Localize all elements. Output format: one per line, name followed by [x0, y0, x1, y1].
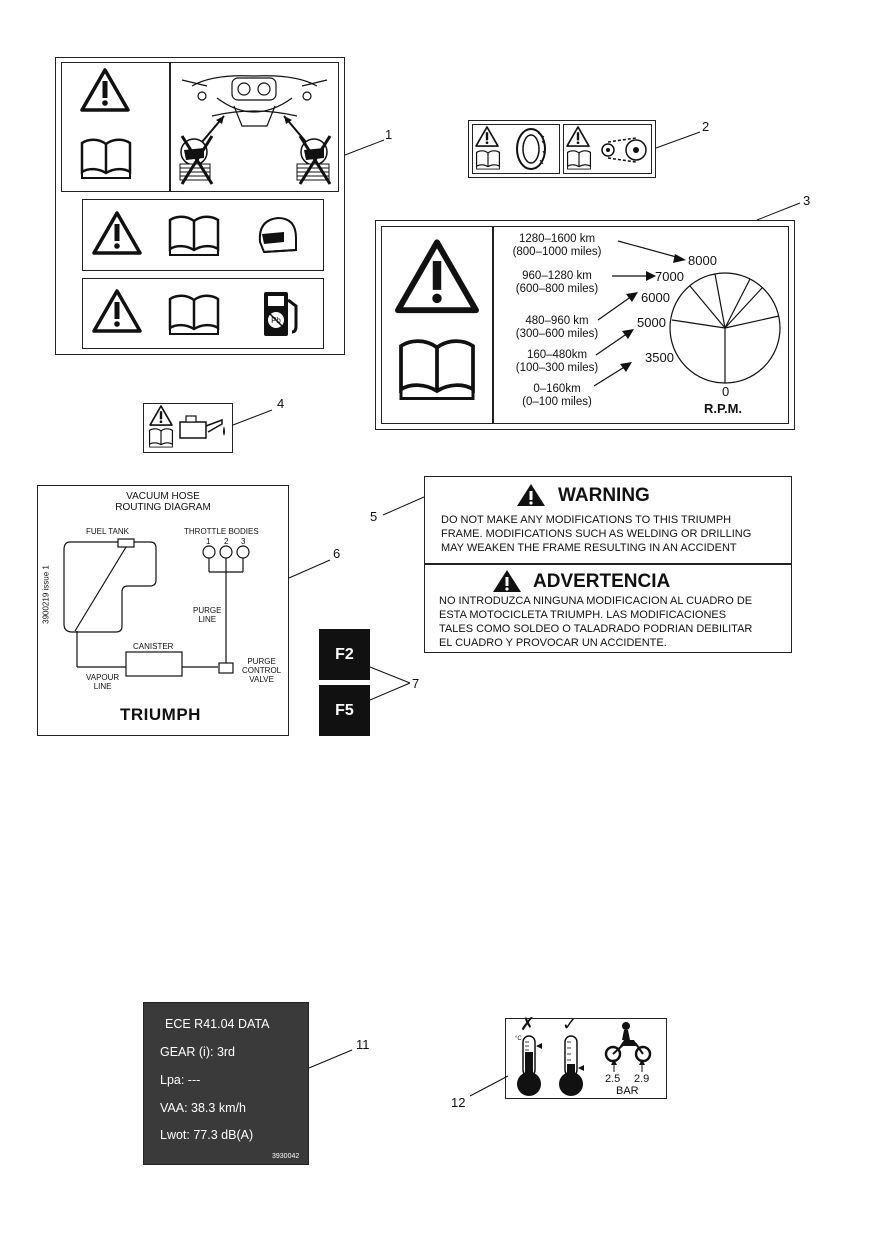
thermometer-warm-icon [559, 1035, 584, 1096]
throttle-bodies-label: THROTTLE BODIES [184, 527, 259, 536]
ece-title: ECE R41.04 DATA [165, 1017, 270, 1031]
label-1-divider [169, 62, 171, 192]
rpm-3500: 3500 [645, 350, 674, 365]
fuse-f2-label: F2 [319, 629, 370, 680]
callout-6: 6 [333, 546, 341, 561]
advertencia-body: NO INTRODUZCA NINGUNA MODIFICACION AL CU… [439, 595, 753, 649]
chain-sprocket-icon [601, 137, 647, 163]
tb-2: 2 [224, 537, 229, 546]
range-1280-1600: 1280–1600 km(800–1000 miles) [512, 233, 602, 258]
fuel-tank-label: FUEL TANK [86, 527, 129, 536]
ece-vaa: VAA: 38.3 km/h [160, 1101, 246, 1115]
range-960-1280: 960–1280 km(600–800 miles) [515, 270, 599, 295]
tb-3: 3 [241, 537, 246, 546]
callout-11: 11 [356, 1037, 370, 1052]
callout-7: 7 [412, 676, 420, 691]
pressure-unit: BAR [616, 1085, 639, 1097]
tyre-icon [516, 128, 546, 170]
rpm-7000: 7000 [655, 269, 684, 284]
ece-part-number: 3930042 [272, 1153, 300, 1160]
rpm-title: R.P.M. [704, 401, 743, 416]
label-3-divider [492, 226, 494, 424]
thermometer-cold-icon [517, 1035, 542, 1096]
triumph-logo: TRIUMPH [120, 705, 201, 724]
label-5 [424, 476, 792, 653]
range-0-160: 0–160km(0–100 miles) [522, 383, 592, 408]
ece-lwot: Lwot: 77.3 dB(A) [160, 1128, 254, 1142]
pressure-rear: 2.9 [634, 1073, 650, 1085]
warning-triangle-icon [517, 484, 545, 506]
range-480-960: 480–960 km(300–600 miles) [515, 315, 599, 340]
advertencia-title: ADVERTENCIA [533, 571, 671, 592]
rpm-8000: 8000 [688, 253, 717, 268]
celsius-mark: °C [515, 1036, 522, 1042]
canister-label: CANISTER [133, 642, 174, 651]
ece-lpa: Lpa: --- [160, 1073, 201, 1087]
callout-2: 2 [702, 119, 710, 134]
pressure-front: 2.5 [605, 1073, 621, 1085]
range-160-480: 160–480km(100–300 miles) [515, 349, 599, 374]
ece-gear: GEAR (i): 3rd [160, 1045, 236, 1059]
check-mark-icon: ✓ [562, 1014, 578, 1034]
cross-mark-icon: ✗ [520, 1014, 536, 1034]
callout-12: 12 [451, 1095, 466, 1110]
label-5-divider [424, 563, 792, 565]
fuel-pump-unleaded-icon: Pb [264, 292, 298, 336]
rpm-5000: 5000 [637, 315, 666, 330]
label-6 [37, 485, 289, 736]
oil-can-icon [179, 415, 225, 439]
motorcycle-rider-icon [604, 1022, 652, 1063]
rpm-6000: 6000 [641, 290, 670, 305]
callout-3: 3 [803, 193, 811, 208]
fuse-f5-label: F5 [319, 685, 370, 736]
callout-1: 1 [385, 127, 393, 142]
helmet-icon [258, 216, 297, 254]
rpm-0: 0 [722, 384, 730, 399]
callout-5: 5 [370, 509, 378, 524]
motorcycle-cockpit-icon [179, 75, 332, 185]
tb-1: 1 [206, 537, 211, 546]
warning-triangle-icon [493, 570, 521, 592]
warning-title: WARNING [558, 485, 650, 506]
label-11 [143, 1002, 309, 1165]
warning-body: DO NOT MAKE ANY MODIFICATIONS TO THIS TR… [441, 514, 752, 554]
callout-4: 4 [277, 396, 285, 411]
